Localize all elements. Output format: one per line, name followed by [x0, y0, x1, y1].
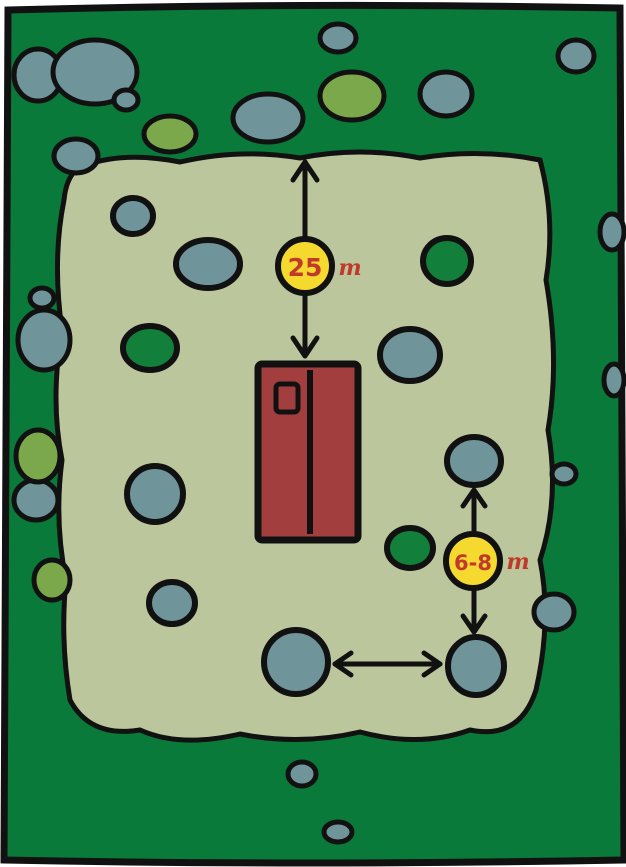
moss: [320, 72, 384, 120]
boulder: [558, 40, 594, 72]
boulder: [324, 822, 352, 842]
boulder: [30, 288, 54, 308]
boulder: [552, 464, 576, 484]
boulder: [288, 762, 316, 786]
boulder: [380, 329, 440, 381]
boulder: [18, 310, 70, 370]
building: [258, 364, 358, 540]
shrub: [123, 326, 177, 370]
spacing-unit: m: [506, 549, 529, 575]
building-chimney: [276, 384, 298, 412]
distance-unit: m: [338, 255, 361, 281]
boulder: [114, 90, 138, 110]
boulder: [604, 364, 624, 396]
boulder: [233, 94, 303, 142]
boulder: [264, 630, 328, 694]
boulder: [600, 214, 624, 250]
boulder: [176, 240, 240, 288]
moss: [144, 116, 196, 152]
spacing-value: 6-8: [454, 551, 492, 575]
boulder: [127, 466, 183, 522]
boulder: [320, 24, 356, 52]
boulder: [448, 637, 504, 695]
boulder: [14, 480, 58, 520]
boulder: [113, 198, 153, 234]
moss: [16, 430, 60, 482]
boulder: [420, 72, 472, 116]
shrub: [387, 528, 433, 568]
shrub: [423, 238, 471, 284]
boulder: [447, 437, 501, 485]
boulder: [534, 594, 574, 630]
moss: [34, 560, 70, 600]
distance-value: 25: [288, 253, 323, 282]
boulder: [149, 582, 195, 624]
boulder: [54, 139, 98, 173]
